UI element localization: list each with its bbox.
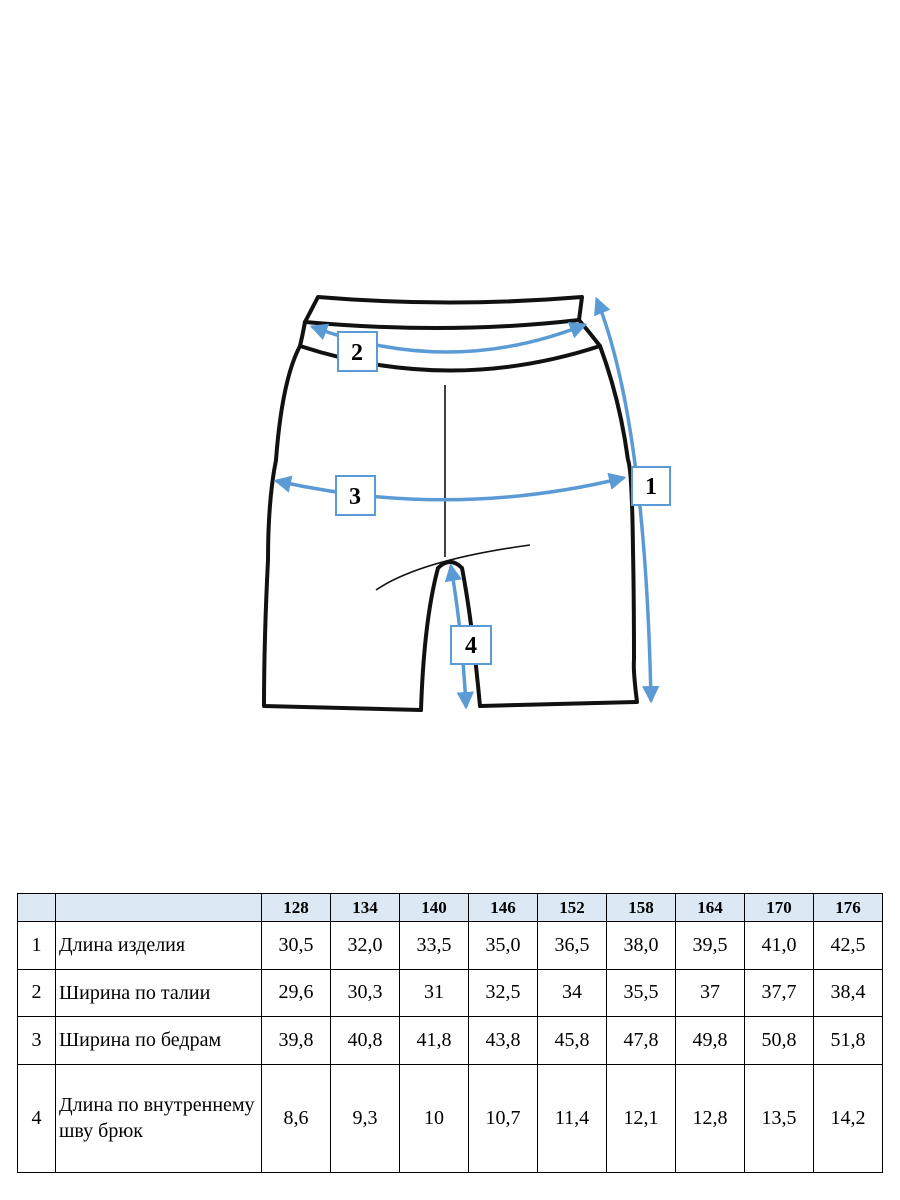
size-header: 140 (399, 893, 469, 922)
length-arrow (594, 296, 660, 704)
value-cell: 43,8 (468, 1016, 538, 1065)
value-cell: 37,7 (744, 968, 814, 1018)
svg-text:3: 3 (349, 484, 361, 510)
value-cell: 32,5 (468, 968, 538, 1018)
value-cell: 29,6 (261, 968, 331, 1018)
value-cell: 39,5 (675, 921, 745, 970)
row-number: 2 (17, 968, 56, 1018)
label-1: 1 (631, 466, 671, 506)
value-cell: 35,0 (468, 921, 538, 970)
value-cell: 38,0 (606, 921, 676, 970)
table-row: 3 Ширина по бедрам 39,8 40,8 41,8 43,8 4… (17, 1016, 883, 1065)
value-cell: 10 (399, 1063, 469, 1174)
value-cell: 14,2 (813, 1063, 883, 1174)
value-cell: 12,8 (675, 1063, 745, 1174)
value-cell: 33,5 (399, 921, 469, 970)
value-cell: 41,0 (744, 921, 814, 970)
value-cell: 47,8 (606, 1016, 676, 1065)
value-cell: 49,8 (675, 1016, 745, 1065)
size-header: 134 (330, 893, 400, 922)
value-cell: 10,7 (468, 1063, 538, 1174)
measurement-name: Ширина по бедрам (55, 1016, 262, 1065)
row-number: 1 (17, 921, 56, 970)
value-cell: 8,6 (261, 1063, 331, 1174)
size-table: 128 134 140 146 152 158 164 170 176 1 Дл… (17, 893, 883, 1174)
svg-text:2: 2 (351, 340, 363, 366)
value-cell: 41,8 (399, 1016, 469, 1065)
value-cell: 13,5 (744, 1063, 814, 1174)
value-cell: 35,5 (606, 968, 676, 1018)
svg-text:4: 4 (465, 633, 477, 659)
table-row: 2 Ширина по талии 29,6 30,3 31 32,5 34 3… (17, 968, 883, 1018)
row-number: 4 (17, 1063, 56, 1174)
value-cell: 31 (399, 968, 469, 1018)
value-cell: 32,0 (330, 921, 400, 970)
value-cell: 38,4 (813, 968, 883, 1018)
label-3: 3 (335, 475, 376, 516)
size-header-row: 128 134 140 146 152 158 164 170 176 (17, 893, 883, 922)
table-row: 1 Длина изделия 30,5 32,0 33,5 35,0 36,5… (17, 921, 883, 970)
value-cell: 9,3 (330, 1063, 400, 1174)
label-2: 2 (337, 331, 378, 372)
value-cell: 12,1 (606, 1063, 676, 1174)
size-header: 128 (261, 893, 331, 922)
value-cell: 30,5 (261, 921, 331, 970)
value-cell: 37 (675, 968, 745, 1018)
value-cell: 34 (537, 968, 607, 1018)
label-4: 4 (450, 625, 492, 665)
value-cell: 50,8 (744, 1016, 814, 1065)
header-num-cell (17, 893, 56, 922)
size-header: 164 (675, 893, 745, 922)
value-cell: 30,3 (330, 968, 400, 1018)
row-number: 3 (17, 1016, 56, 1065)
measurement-name: Длина по внутреннему шву брюк (55, 1063, 262, 1174)
measurement-name: Длина изделия (55, 921, 262, 970)
value-cell: 51,8 (813, 1016, 883, 1065)
value-cell: 36,5 (537, 921, 607, 970)
header-name-cell (55, 893, 262, 922)
value-cell: 45,8 (537, 1016, 607, 1065)
size-header: 170 (744, 893, 814, 922)
size-header: 158 (606, 893, 676, 922)
value-cell: 11,4 (537, 1063, 607, 1174)
value-cell: 39,8 (261, 1016, 331, 1065)
value-cell: 40,8 (330, 1016, 400, 1065)
table-row: 4 Длина по внутреннему шву брюк 8,6 9,3 … (17, 1063, 883, 1174)
size-header: 146 (468, 893, 538, 922)
size-header: 152 (537, 893, 607, 922)
value-cell: 42,5 (813, 921, 883, 970)
hip-arrow (273, 472, 627, 502)
shorts-measurement-diagram: 1 2 3 4 (262, 295, 671, 712)
size-header: 176 (813, 893, 883, 922)
svg-text:1: 1 (645, 474, 657, 500)
measurement-name: Ширина по талии (55, 968, 262, 1018)
measurement-arrows (273, 296, 660, 710)
